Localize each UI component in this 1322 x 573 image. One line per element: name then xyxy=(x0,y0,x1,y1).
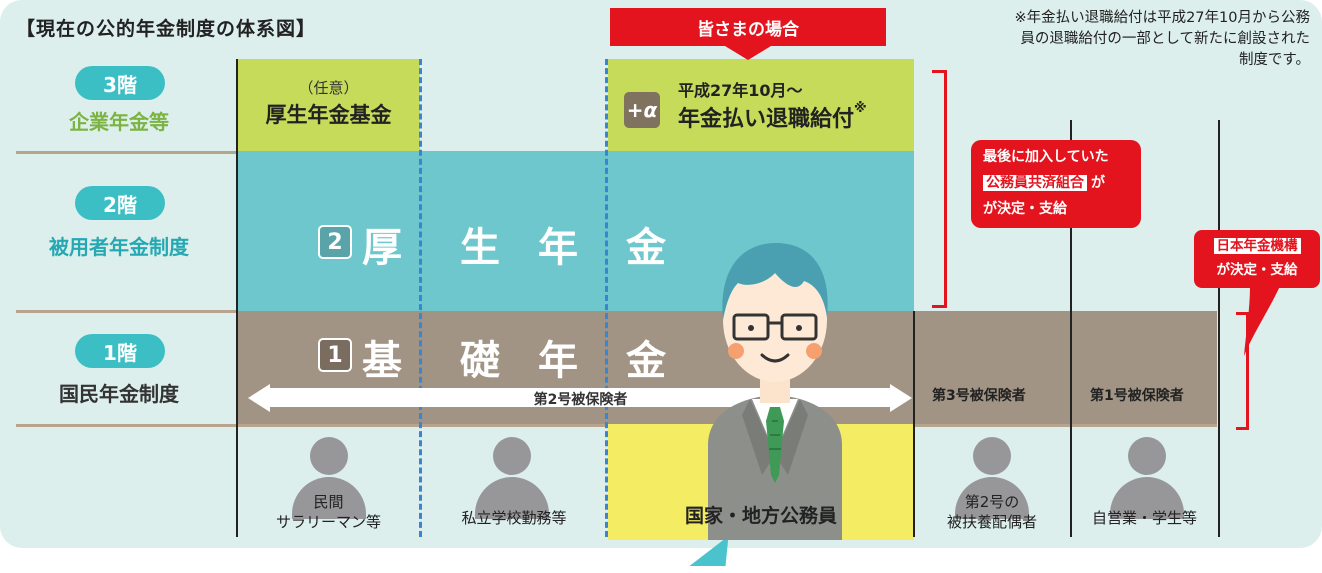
column-divider-dashed-1 xyxy=(419,59,422,537)
retirement-label: 年金払い退職給付※ xyxy=(678,101,867,133)
kiso-char-2: 礎 xyxy=(460,338,500,384)
kosei-char-1: 厚 xyxy=(362,225,402,271)
civil-servant-illustration xyxy=(708,243,842,540)
kyosai-line-3: が決定・支給 xyxy=(983,201,1067,217)
person-head xyxy=(1128,437,1166,475)
no2-insured-arrow xyxy=(268,388,893,407)
column-line-2 xyxy=(913,311,915,537)
kiso-number-badge: 1 xyxy=(318,338,352,372)
kyosai-bracket xyxy=(932,70,947,308)
person-head xyxy=(493,437,531,475)
plus-alpha-badge: +α xyxy=(624,92,660,128)
column-divider-dashed-2 xyxy=(605,59,608,537)
column-line-3 xyxy=(1070,120,1072,537)
no1-insured-label: 第1号被保険者 xyxy=(1090,388,1184,404)
kyosai-suffix: が xyxy=(1091,175,1105,191)
kosei-nenkin-kikin-box: （任意） 厚生年金基金 xyxy=(237,59,420,151)
kosei-number-badge: 2 xyxy=(318,225,352,259)
kyosai-highlight: 公務員共済組合 xyxy=(983,175,1087,191)
no2-insured-label: 第2号被保険者 xyxy=(533,392,628,408)
category-spouse-line-2: 被扶養配偶者 xyxy=(946,513,1037,531)
category-private-line-1: 民間 xyxy=(313,493,344,511)
no3-insured-label: 第3号被保険者 xyxy=(932,388,1026,404)
japan-pension-highlight: 日本年金機構 xyxy=(1213,238,1301,254)
kyosai-line-1: 最後に加入していた xyxy=(983,149,1109,165)
person-icon-school xyxy=(475,437,549,519)
kosei-char-3: 年 xyxy=(538,225,578,271)
person-head xyxy=(310,437,348,475)
tier-name-1: 国民年金制度 xyxy=(59,382,179,406)
kosei-nenkin-kikin-label: 厚生年金基金 xyxy=(265,103,392,127)
tier-badge-3: 3階 xyxy=(75,66,165,100)
category-self-employed: 自営業・学生等 xyxy=(1091,509,1197,527)
kosei-char-2: 生 xyxy=(460,225,500,271)
japan-pension-callout-tail xyxy=(1244,286,1280,356)
japan-pension-callout: 日本年金機構 が決定・支給 xyxy=(1194,230,1320,288)
kyosai-line-2: 公務員共済組合が xyxy=(983,170,1141,196)
kiso-char-1: 基 xyxy=(362,338,402,384)
column-line-4 xyxy=(1218,120,1220,537)
category-spouse-line-1: 第2号の xyxy=(964,493,1020,511)
retirement-date: 平成27年10月～ xyxy=(678,81,803,100)
person-icon-private xyxy=(292,437,366,519)
kiso-char-4: 金 xyxy=(626,338,666,384)
category-private-school: 私立学校勤務等 xyxy=(461,509,567,527)
tier-name-2: 被用者年金制度 xyxy=(49,235,189,259)
arrow-head-right xyxy=(890,384,912,412)
column-line-1 xyxy=(236,59,238,537)
japan-pension-bracket xyxy=(1236,312,1249,430)
category-civil-servant: 国家・地方公務員 xyxy=(684,505,837,527)
footnote: ※年金払い退職給付は平成27年10月から公務員の退職給付の一部として新たに創設さ… xyxy=(1014,10,1310,68)
kiso-char-3: 年 xyxy=(538,338,578,384)
diagram-title: 【現在の公的年金制度の体系図】 xyxy=(16,18,317,40)
tier-divider-3 xyxy=(16,151,238,154)
person-icon-self-employed xyxy=(1110,437,1184,519)
tier-badge-1: 1階 xyxy=(75,334,165,368)
tier-name-3: 企業年金等 xyxy=(69,110,169,134)
category-dependent-spouse: 第2号の 被扶養配偶者 xyxy=(914,492,1070,532)
retirement-note-mark: ※ xyxy=(854,101,867,116)
tier-badge-2: 2階 xyxy=(75,186,165,220)
person-head xyxy=(973,437,1011,475)
japan-pension-line-2: が決定・支給 xyxy=(1216,262,1298,278)
kyosai-callout: 最後に加入していた 公務員共済組合が が決定・支給 xyxy=(971,140,1141,228)
japan-pension-line-1: 日本年金機構 xyxy=(1194,234,1320,258)
category-private-employee: 民間 サラリーマン等 xyxy=(237,492,420,532)
category-private-line-2: サラリーマン等 xyxy=(275,513,381,531)
retirement-label-text: 年金払い退職給付 xyxy=(678,107,855,132)
banner-pointer xyxy=(725,46,771,60)
kosei-char-4: 金 xyxy=(626,225,666,271)
your-case-banner: 皆さまの場合 xyxy=(610,8,886,46)
person-icon-spouse xyxy=(955,437,1029,519)
arrow-head-left xyxy=(248,384,270,412)
optional-label: （任意） xyxy=(298,79,359,97)
tier-divider-2 xyxy=(16,310,238,313)
